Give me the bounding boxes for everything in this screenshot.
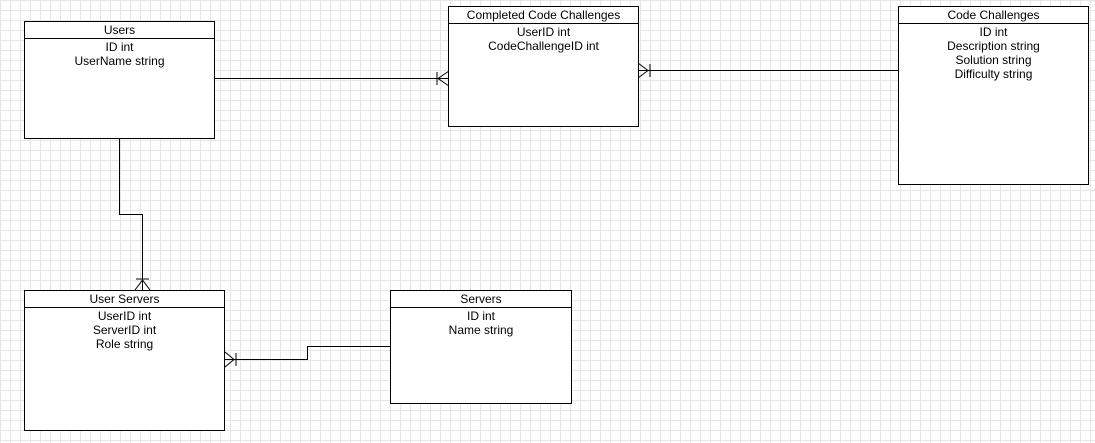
field-row: ID int (105, 40, 134, 54)
entity-fields: ID int Name string (391, 308, 571, 337)
entity-title: Users (25, 22, 214, 39)
field-row: CodeChallengeID int (488, 39, 599, 53)
field-row: UserID int (516, 25, 571, 39)
connector-users-userservers[interactable] (119, 139, 143, 290)
entity-fields: UserID int ServerID int Role string (25, 308, 224, 351)
entity-code-challenges[interactable]: Code Challenges ID int Description strin… (898, 6, 1089, 185)
entity-servers[interactable]: Servers ID int Name string (390, 290, 572, 404)
entity-fields: ID int Description string Solution strin… (899, 24, 1088, 81)
field-row: Description string (947, 39, 1040, 53)
crows-foot-many-completed-users (436, 70, 450, 87)
entity-title: User Servers (25, 291, 224, 308)
entity-title: Completed Code Challenges (449, 7, 638, 24)
entity-fields: ID int UserName string (25, 39, 214, 68)
field-row: Difficulty string (954, 67, 1033, 81)
entity-title: Servers (391, 291, 571, 308)
field-row: ServerID int (92, 323, 157, 337)
field-row: UserName string (74, 54, 165, 68)
entity-fields: UserID int CodeChallengeID int (449, 24, 638, 53)
crows-foot-many-userservers-servers (224, 351, 237, 368)
entity-users[interactable]: Users ID int UserName string (24, 21, 215, 139)
entity-completed-code-challenges[interactable]: Completed Code Challenges UserID int Cod… (448, 6, 639, 127)
field-row: Role string (95, 337, 154, 351)
field-row: Name string (448, 323, 514, 337)
crows-foot-many-completed-challenges (637, 62, 651, 79)
field-row: Solution string (955, 53, 1032, 67)
connector-servers-userservers[interactable] (225, 346, 391, 360)
field-row: ID int (466, 309, 495, 323)
field-row: ID int (979, 25, 1008, 39)
field-row: UserID int (97, 309, 152, 323)
crows-foot-many-userservers-users (134, 278, 151, 291)
entity-title: Code Challenges (899, 7, 1088, 24)
entity-user-servers[interactable]: User Servers UserID int ServerID int Rol… (24, 290, 225, 431)
